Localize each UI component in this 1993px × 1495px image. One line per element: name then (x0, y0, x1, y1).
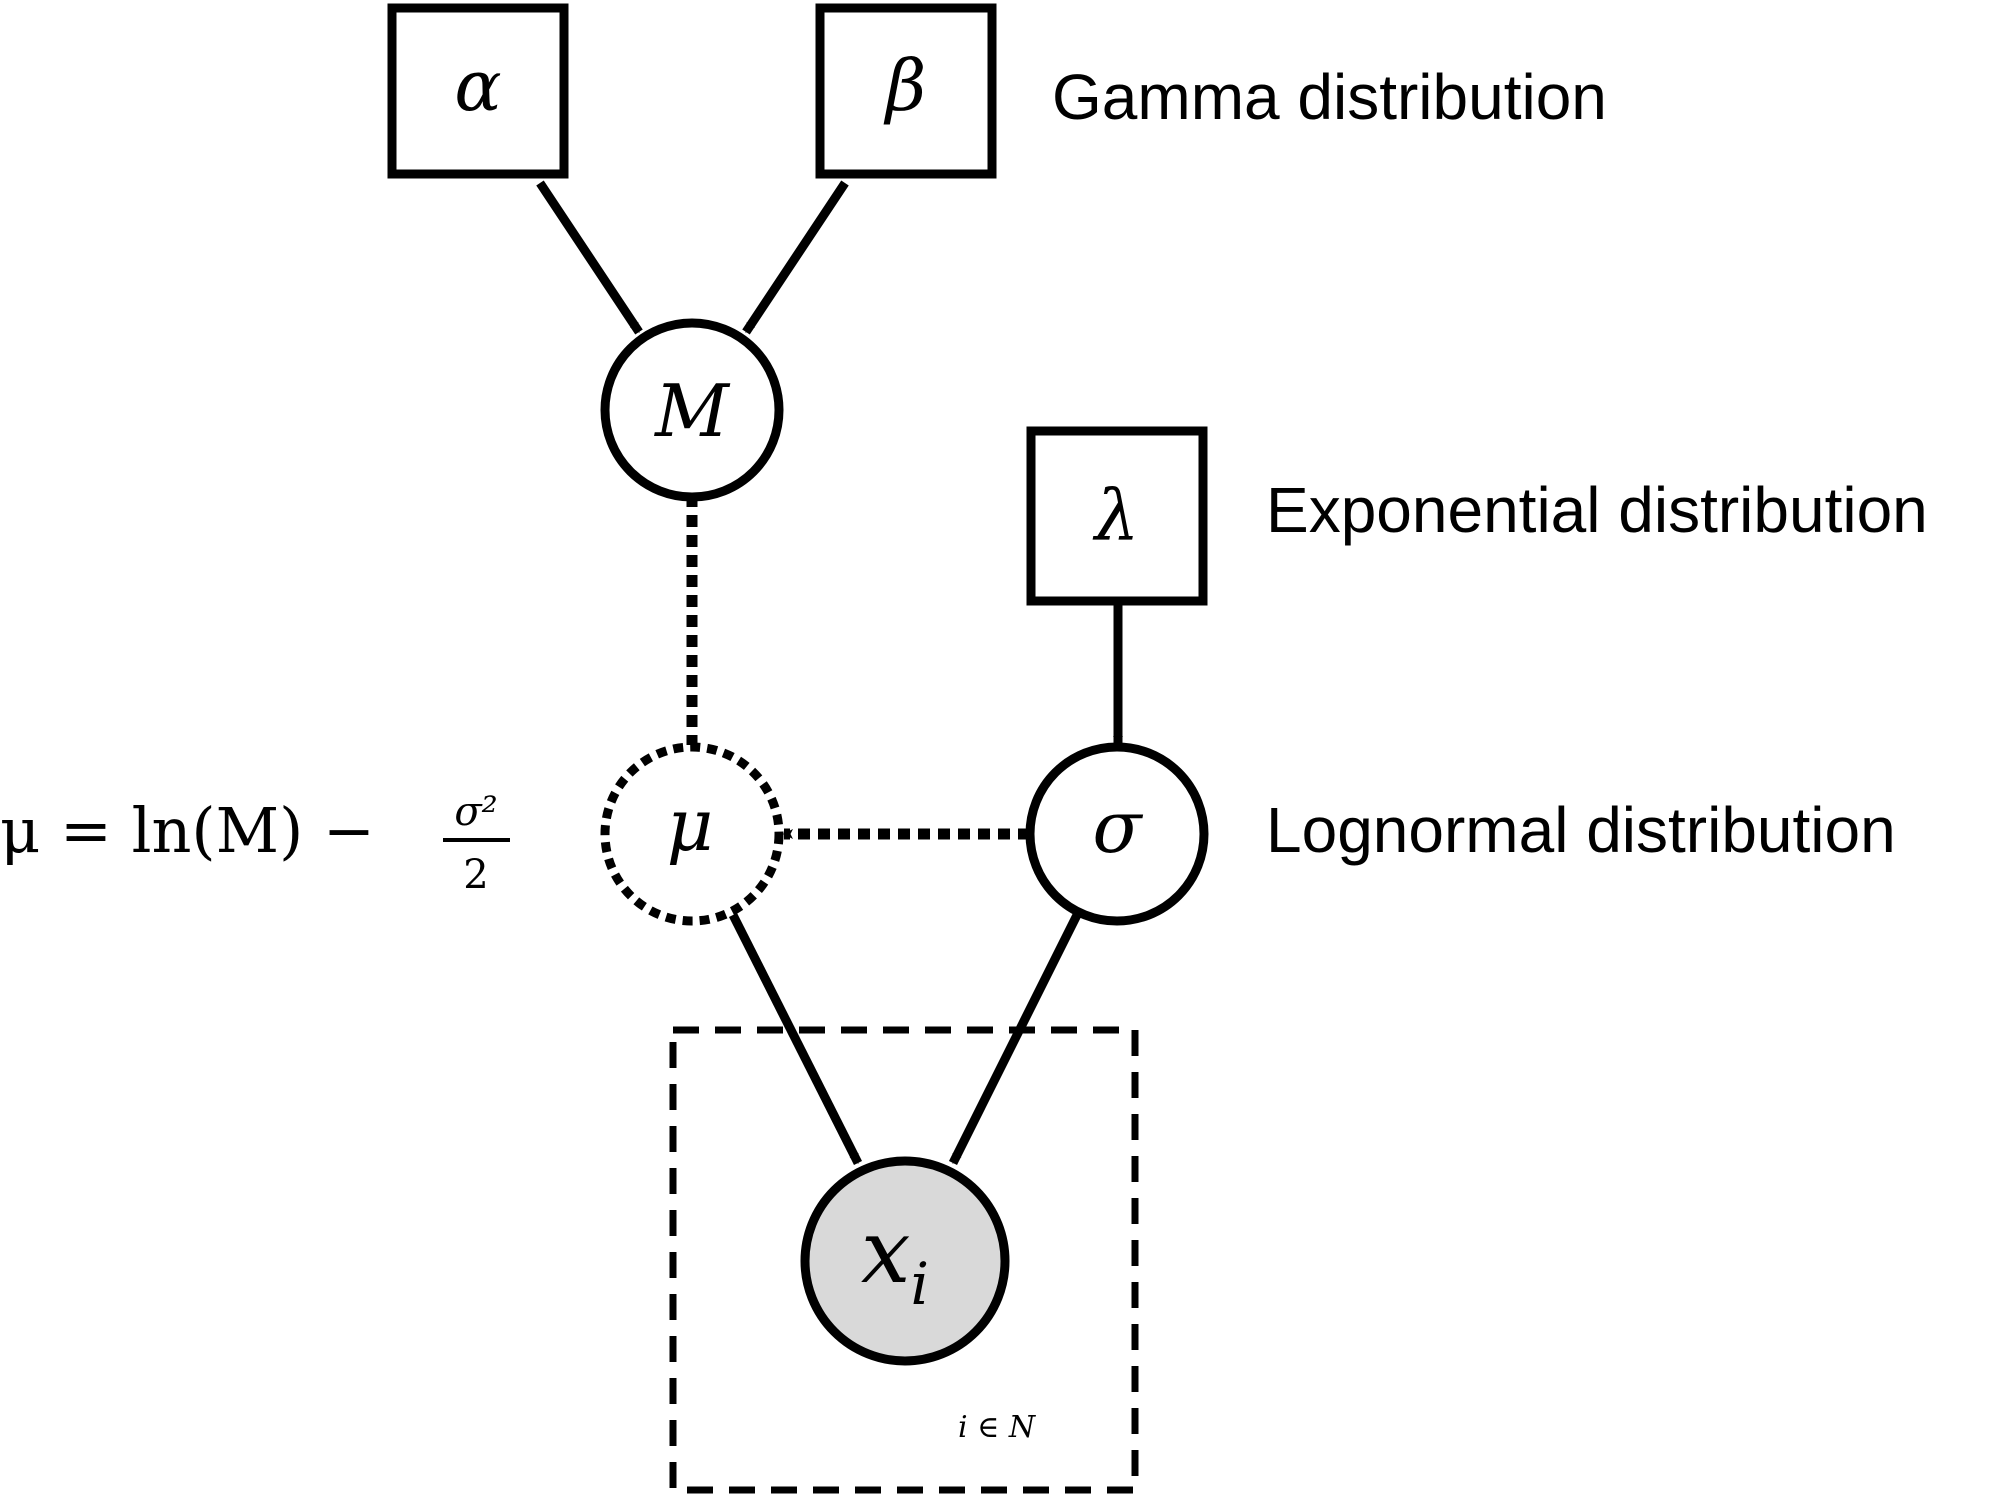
node-sigma-symbol: σ (1092, 785, 1143, 869)
edge-alpha-to-m (536, 180, 643, 335)
node-x: xi (800, 1156, 1010, 1366)
node-lambda-symbol: λ (1092, 475, 1139, 557)
node-sigma: σ (1025, 742, 1209, 926)
node-mu-symbol: μ (667, 783, 714, 867)
node-mu: μ (600, 742, 784, 926)
edge-mu-to-x (728, 912, 863, 1166)
formula-numerator: σ² (454, 789, 497, 835)
node-x-base: x (861, 1200, 911, 1303)
node-alpha-symbol: α (454, 45, 501, 127)
node-beta: β (815, 3, 997, 179)
label-gamma-distribution: Gamma distribution (1052, 61, 1607, 133)
node-x-symbol: xi (861, 1200, 929, 1318)
node-x-subscript: i (911, 1250, 930, 1318)
mu-formula: μ = ln(M) − σ² 2 (0, 789, 510, 898)
edge-sigma-to-x (948, 912, 1082, 1166)
plate (669, 1026, 1139, 1494)
edge-beta-to-m (742, 180, 849, 335)
node-m: M (600, 318, 784, 502)
label-exponential-distribution: Exponential distribution (1266, 474, 1928, 546)
label-lognormal-distribution: Lognormal distribution (1266, 794, 1896, 866)
node-beta-symbol: β (883, 45, 926, 127)
node-m-symbol: M (653, 369, 731, 453)
node-alpha: α (387, 3, 569, 179)
formula-lhs: μ = ln(M) − (0, 794, 375, 867)
plate-label: i ∈ N (958, 1410, 1037, 1445)
formula-denominator: 2 (463, 852, 488, 898)
edges (536, 180, 1123, 1166)
node-lambda: λ (1026, 426, 1208, 606)
